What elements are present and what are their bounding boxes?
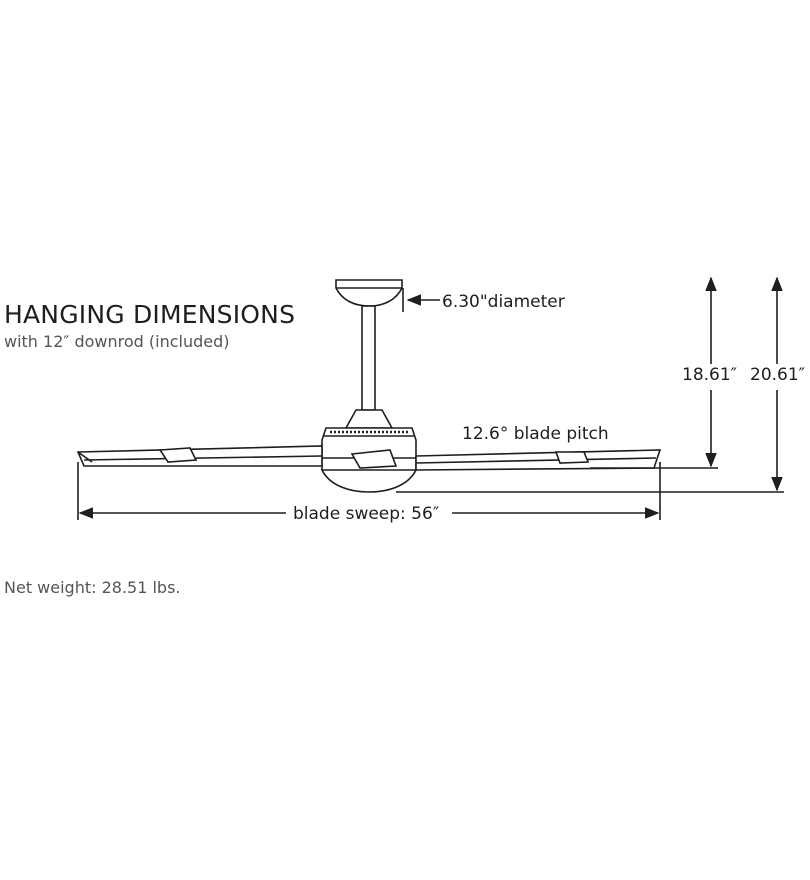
fan-height-dimension [590,276,718,469]
fan-height-label: 18.61″ [682,365,737,385]
diagram-title: HANGING DIMENSIONS [4,300,296,329]
fan-motor-top [344,409,394,429]
total-height-dimension [396,276,784,493]
fan-downrod [361,305,376,411]
blade-sweep-dimension [77,462,661,520]
diagram-subtitle: with 12″ downrod (included) [4,332,230,351]
ceiling-fan-illustration [76,279,662,493]
canopy-diameter-dimension [402,288,440,312]
total-height-label: 20.61″ [750,365,805,385]
fan-light-bowl [320,469,418,493]
net-weight: Net weight: 28.51 lbs. [4,578,181,597]
fan-blade-left [76,445,323,467]
canopy-diameter-label: 6.30"diameter [442,292,565,312]
blade-pitch-label: 12.6° blade pitch [462,424,609,444]
fan-canopy [335,279,403,307]
blade-sweep-label: blade sweep: 56″ [293,504,439,524]
